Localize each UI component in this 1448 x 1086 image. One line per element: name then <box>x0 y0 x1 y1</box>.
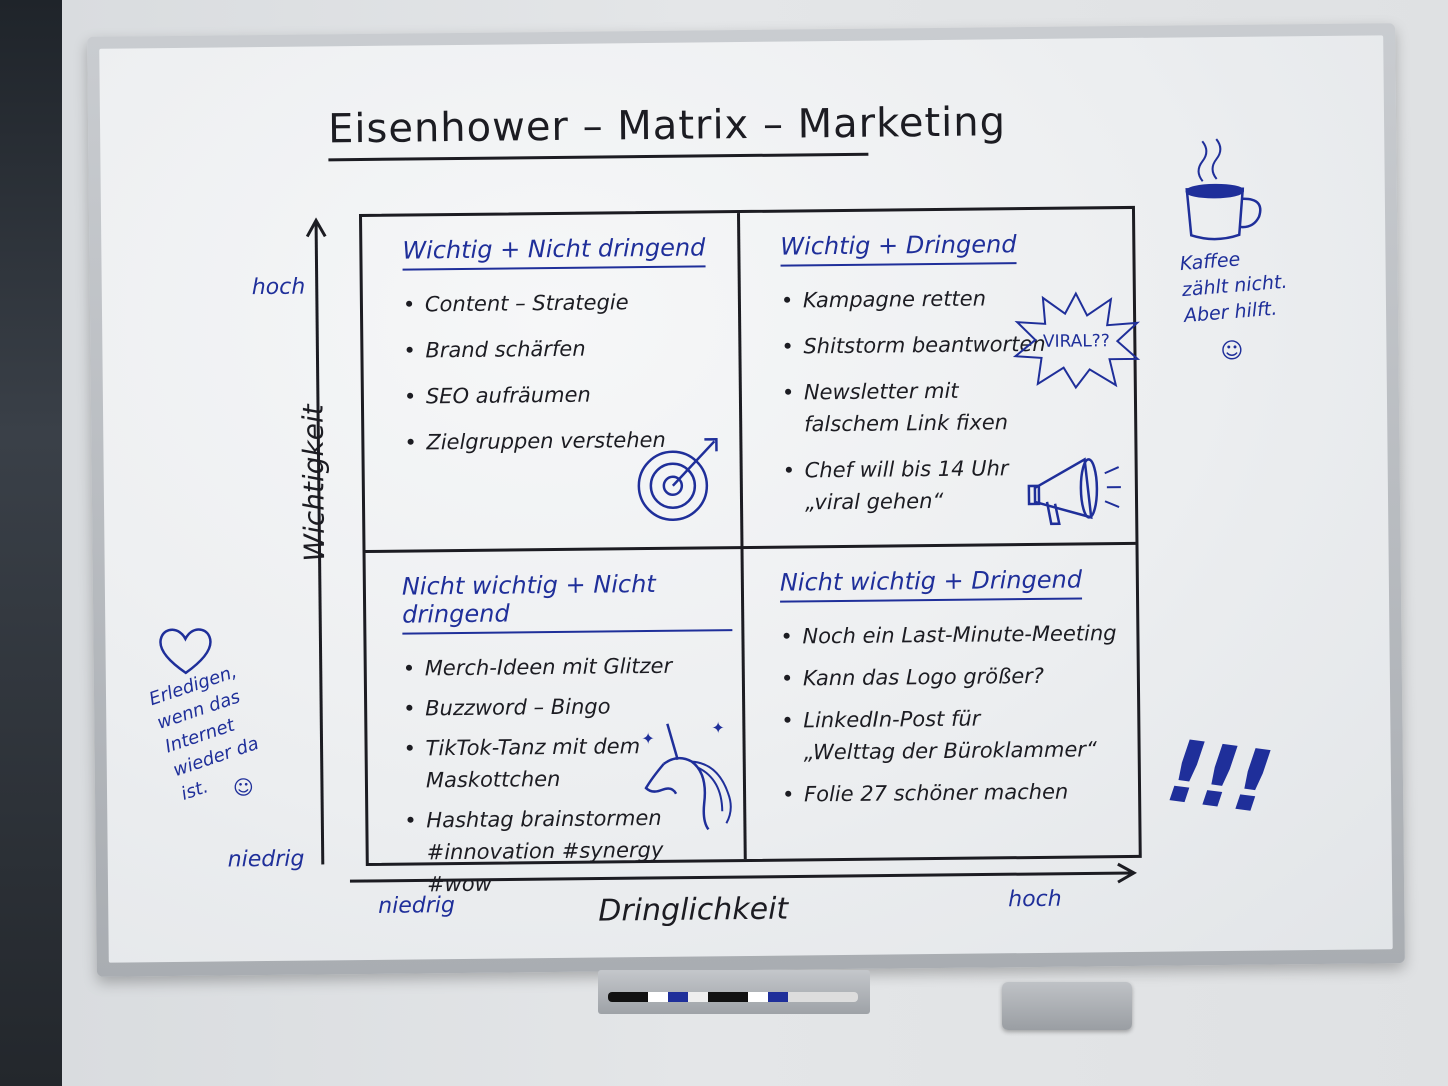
title-underline <box>328 152 869 162</box>
quadrant-heading: Wichtig + Dringend <box>780 230 1017 267</box>
list-item: Folie 27 schöner machen <box>782 775 1132 811</box>
marker-tray <box>598 970 870 1014</box>
coffee-cup-icon <box>1185 138 1262 241</box>
y-axis-low: niedrig <box>227 846 305 873</box>
svg-text:✦: ✦ <box>641 729 655 748</box>
svg-text:✦: ✦ <box>711 718 725 737</box>
quadrant-list: Noch ein Last-Minute-Meeting Kann das Lo… <box>780 617 1132 811</box>
quadrant-list: Content – Strategie Brand schärfen SEO a… <box>403 285 725 458</box>
whiteboard: Eisenhower – Matrix – Marketing hoch nie… <box>87 23 1405 977</box>
x-axis-high: hoch <box>1008 886 1062 913</box>
list-item: Brand schärfen <box>403 331 723 366</box>
target-icon <box>637 438 718 522</box>
eisenhower-matrix: Wichtig + Nicht dringend Content – Strat… <box>358 205 1142 896</box>
board-title: Eisenhower – Matrix – Marketing <box>327 99 1007 153</box>
quadrant-heading: Wichtig + Nicht dringend <box>402 233 706 271</box>
viral-burst-icon: VIRAL?? <box>1012 291 1141 390</box>
matrix-vertical-divider <box>736 213 747 860</box>
y-axis-arrow <box>305 217 327 865</box>
burst-text: VIRAL?? <box>1043 331 1110 352</box>
quadrant-not-important-urgent: Nicht wichtig + Dringend Noch ein Last-M… <box>779 565 1133 821</box>
list-item: Content – Strategie <box>403 285 723 320</box>
whiteboard-surface: Eisenhower – Matrix – Marketing hoch nie… <box>99 35 1393 963</box>
megaphone-icon <box>1027 457 1121 526</box>
matrix-horizontal-divider <box>365 541 1136 553</box>
y-axis-label: Wichtigkeit <box>296 404 332 562</box>
list-item: SEO aufräumen <box>404 377 724 412</box>
y-axis-high: hoch <box>251 274 306 301</box>
list-item: Merch-Ideen mit Glitzer <box>403 649 733 684</box>
quadrant-heading: Nicht wichtig + Nicht dringend <box>401 569 733 635</box>
heart-smiley: ☺ <box>232 775 254 800</box>
unicorn-icon: ✦ ✦ <box>641 718 732 831</box>
list-item: Kann das Logo größer? <box>781 659 1131 695</box>
list-item: Noch ein Last-Minute-Meeting <box>780 617 1130 653</box>
whiteboard-eraser[interactable] <box>1002 982 1132 1030</box>
exclamation-marks: !!! <box>1160 721 1273 834</box>
wall-door-frame <box>0 0 62 1086</box>
heart-icon <box>159 628 212 675</box>
quadrant-heading: Nicht wichtig + Dringend <box>779 565 1083 603</box>
coffee-smiley: ☺ <box>1220 338 1244 365</box>
markers[interactable] <box>608 992 858 1002</box>
coffee-note: Kaffee zählt nicht. Aber hilft. <box>1178 248 1289 327</box>
list-item: LinkedIn-Post für „Welttag der Büroklamm… <box>781 701 1132 769</box>
